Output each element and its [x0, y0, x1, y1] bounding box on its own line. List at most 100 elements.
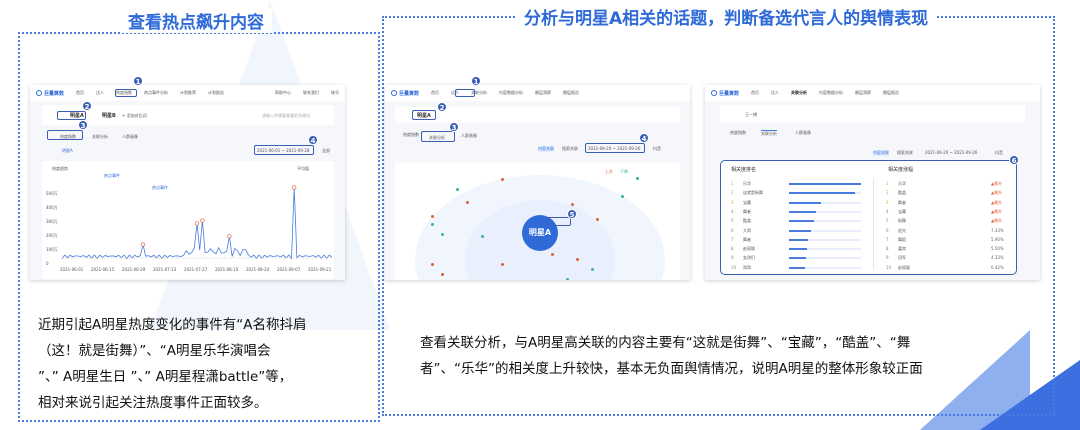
topic-node[interactable]	[435, 233, 449, 236]
score-bar	[789, 210, 816, 213]
node-dot-icon	[440, 233, 444, 236]
toggle-content[interactable]: 内容关联	[538, 146, 554, 152]
topic-node[interactable]	[460, 201, 474, 204]
date-range[interactable]: 2021-09-20 ~ 2021-09-26	[925, 150, 978, 155]
topic-node[interactable]	[545, 253, 559, 256]
nav-item[interactable]: 关联分析	[791, 90, 808, 95]
caption-line: 近期引起A明星热度变化的事件有“A名称抖肩	[38, 317, 307, 333]
nav-item[interactable]: 圈层洞察	[535, 90, 552, 95]
topic-node[interactable]	[615, 195, 629, 198]
range-select[interactable]: 抖音	[653, 146, 661, 151]
tab-audience[interactable]: 人群画像	[461, 133, 477, 138]
trophy-icon: 3	[886, 199, 889, 205]
search-input[interactable]: 请输入你想要查看的关键词	[262, 113, 310, 118]
score-bar-track	[789, 192, 861, 195]
nav-item[interactable]: 关联分析	[471, 90, 488, 95]
add-compare[interactable]: + 添加对比词	[122, 113, 147, 118]
topic-node[interactable]	[570, 258, 584, 261]
toggle-content[interactable]: 内容关联	[873, 150, 889, 156]
tab-hot-index[interactable]: 热度指数	[60, 134, 76, 139]
date-range[interactable]: 2021-09-20 ~ 2021-09-26	[588, 146, 641, 151]
tab-relation[interactable]: 关联分析	[761, 130, 777, 136]
event-marker[interactable]	[140, 242, 146, 247]
legend-item[interactable]: 明星A	[62, 148, 73, 153]
nav-item[interactable]: 内容数据分析	[499, 90, 524, 95]
nav-item[interactable]: 圈层报告	[883, 90, 900, 95]
nav-contact[interactable]: 联系我们	[303, 90, 319, 95]
logo: 巨量算数	[36, 90, 64, 97]
tab-relation[interactable]: 关联分析	[429, 135, 445, 140]
search-tag[interactable]: 明星B	[102, 113, 116, 119]
nav-item[interactable]: 达人	[96, 90, 105, 95]
nav-item[interactable]: 圈层报告	[563, 90, 580, 95]
topic-node[interactable]	[425, 223, 439, 226]
nav-item[interactable]: 计划推荐	[180, 90, 197, 95]
range-select[interactable]: 抖音	[995, 150, 1003, 155]
range-select[interactable]: 全部	[322, 148, 330, 153]
nav-item[interactable]: 热度指数	[116, 90, 133, 95]
toggle-search[interactable]: 搜索关联	[562, 146, 578, 151]
topic-node[interactable]	[590, 218, 604, 221]
event-marker[interactable]	[292, 185, 297, 190]
trophy-icon: 1	[886, 181, 889, 186]
topic-node[interactable]	[585, 268, 599, 271]
topic-node[interactable]	[495, 263, 509, 266]
toggle-search[interactable]: 搜索关联	[897, 150, 913, 155]
nav-item[interactable]: 首页	[76, 90, 85, 95]
nav-item[interactable]: 内容数据分析	[819, 90, 844, 95]
topic-node[interactable]	[425, 215, 439, 218]
topic-node[interactable]	[630, 177, 644, 180]
nav-item[interactable]: 计划报告	[208, 90, 225, 95]
nav-item[interactable]: 首页	[751, 90, 760, 95]
topic-node[interactable]	[495, 178, 509, 181]
topic-node[interactable]	[475, 235, 489, 238]
search-tag[interactable]: 明星A	[417, 113, 431, 119]
topic-node[interactable]	[450, 188, 464, 191]
tab-hot-index[interactable]: 热度指数	[403, 132, 419, 137]
center-node[interactable]: 明星A	[522, 215, 558, 251]
nav-item[interactable]: 首页	[431, 90, 440, 95]
right-caption: 查看关联分析，与A明星高关联的内容主要有“这就是街舞”、“宝藏”，“酷盖”、“舞…	[420, 330, 1020, 382]
tab-audience[interactable]: 人群画像	[122, 134, 138, 139]
nav-account[interactable]: 账号	[331, 90, 339, 95]
rank-number: 4	[731, 208, 734, 214]
event-marker[interactable]	[227, 234, 232, 239]
search-tag[interactable]: 明星A	[70, 113, 84, 119]
topic-node[interactable]	[565, 203, 579, 206]
search-tag[interactable]: 王一博	[745, 112, 757, 117]
topic-node[interactable]	[425, 263, 439, 266]
nav-item[interactable]: 达人	[771, 90, 780, 95]
event-marker[interactable]	[200, 218, 205, 223]
nav-help[interactable]: 帮助中心	[275, 90, 291, 95]
date-range[interactable]: 2021-06-01 ~ 2021-09-28	[257, 148, 310, 153]
avg-toggle[interactable]: 平均值	[297, 166, 309, 171]
topic-node[interactable]	[560, 278, 574, 280]
tab-relation[interactable]: 关联分析	[92, 134, 108, 139]
tab-audience[interactable]: 人群画像	[795, 130, 811, 135]
event-marker[interactable]	[194, 221, 200, 226]
topic-node[interactable]	[435, 273, 449, 276]
tab-hot-index[interactable]: 热度指数	[730, 130, 746, 135]
nav-item[interactable]: 圈层洞察	[855, 90, 872, 95]
nav-item[interactable]: 热点事件分析	[144, 90, 169, 95]
